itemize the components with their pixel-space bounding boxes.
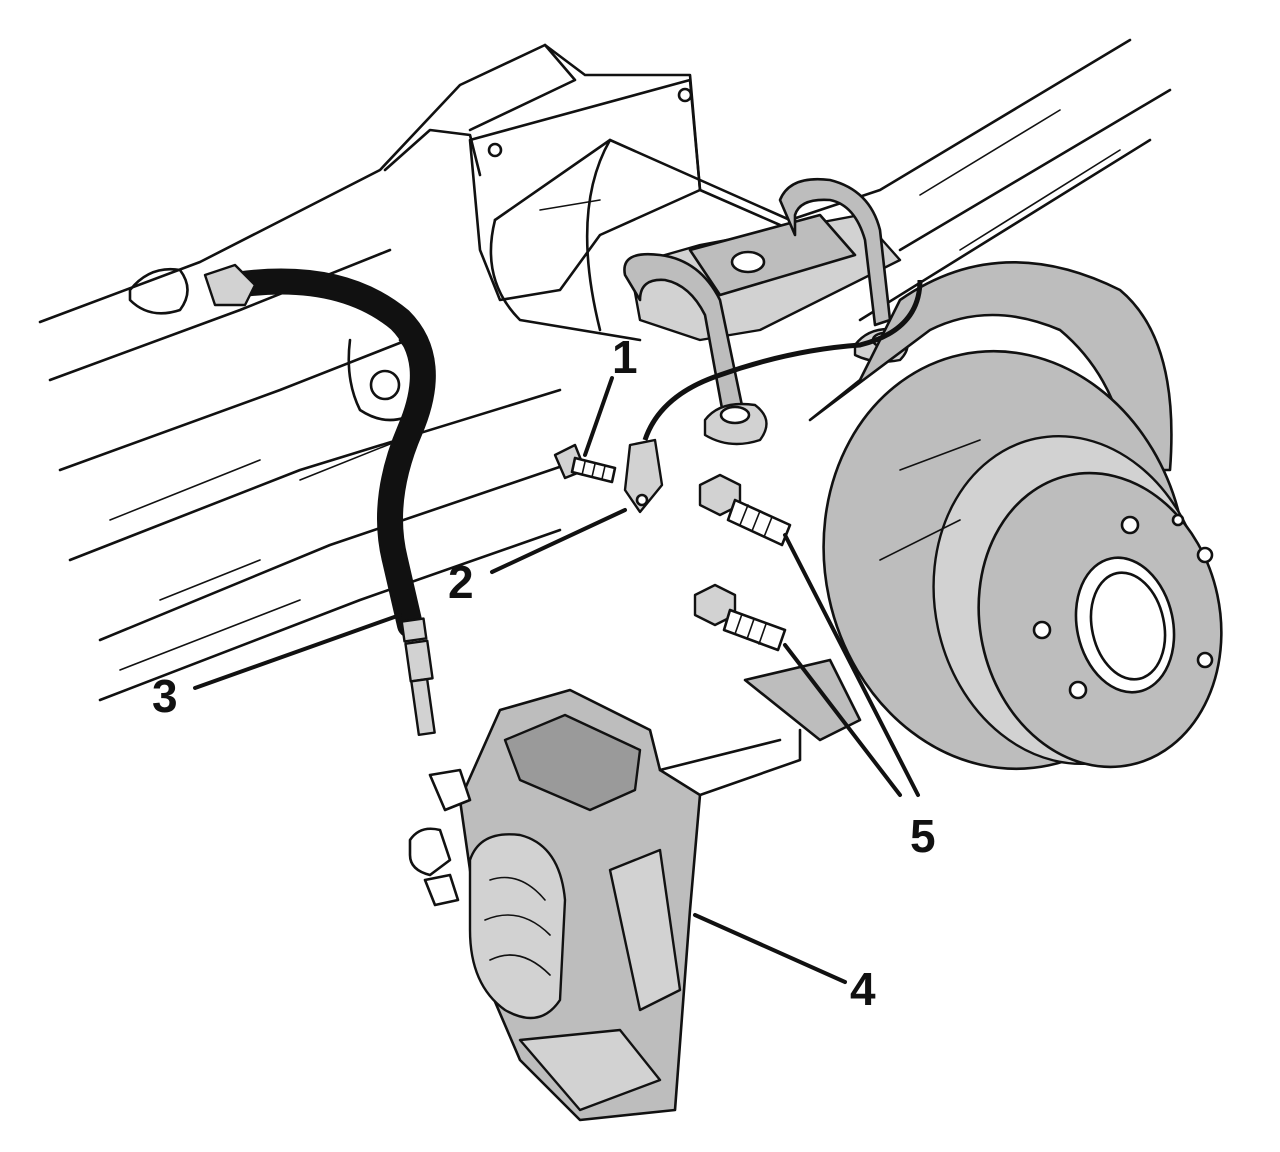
caliper-bolts — [693, 473, 792, 652]
brake-hose — [203, 263, 436, 737]
leader-line-2 — [490, 508, 627, 574]
leader-line-5a — [783, 533, 920, 797]
leader-line-1 — [583, 376, 614, 457]
leader-line-4 — [693, 913, 847, 984]
callout-4: 4 — [850, 963, 876, 1015]
callout-2: 2 — [448, 556, 474, 608]
leader-line-3 — [193, 613, 402, 690]
small-bolt — [553, 443, 617, 484]
brake-disc-hub — [743, 261, 1223, 771]
leader-lines — [193, 376, 920, 984]
callout-labels: 1 2 3 4 5 — [152, 331, 936, 1015]
brake-caliper — [408, 688, 802, 1122]
leader-line-5b — [783, 643, 902, 797]
sensor-wire — [623, 279, 923, 514]
spring-seat-u-bolt — [623, 177, 909, 446]
callout-1: 1 — [612, 331, 638, 383]
callout-3: 3 — [152, 670, 178, 722]
callout-5: 5 — [910, 810, 936, 862]
